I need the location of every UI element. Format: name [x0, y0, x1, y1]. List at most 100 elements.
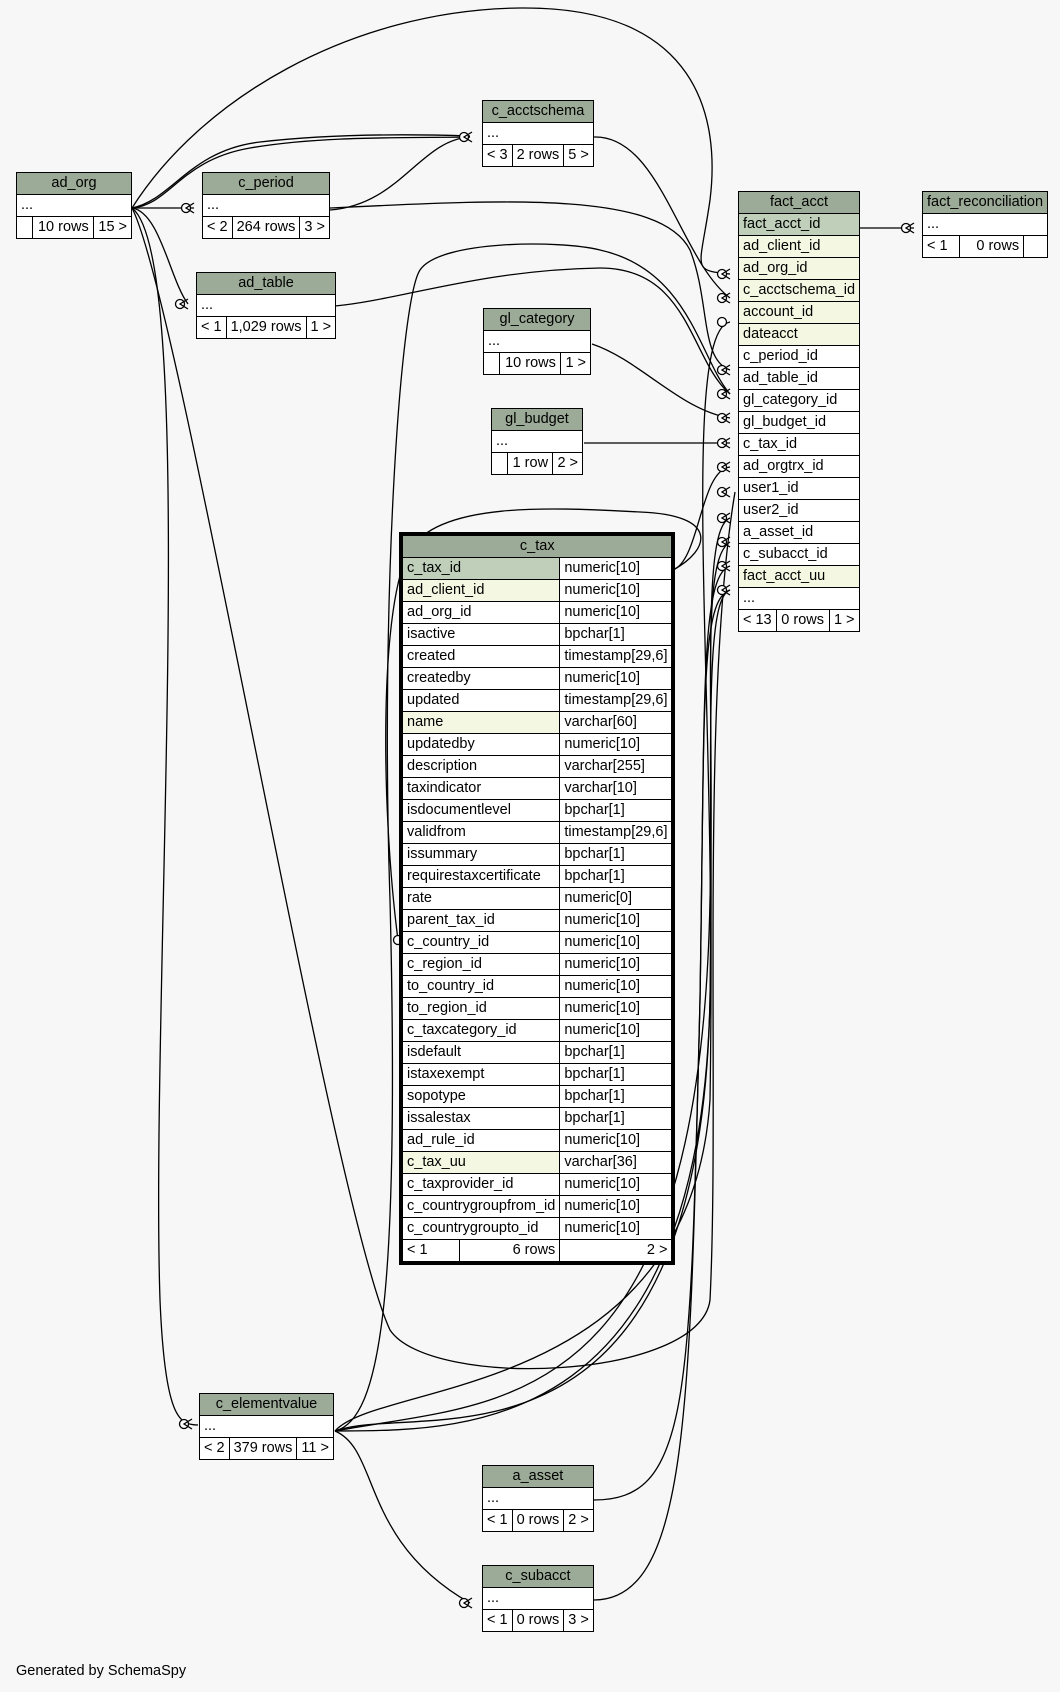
column-ad_org_id: ad_org_id	[737, 257, 861, 280]
row-count: 10 rows	[32, 216, 94, 239]
table-c_elementvalue[interactable]: c_elementvalue ... < 2 379 rows 11 >	[199, 1393, 334, 1460]
column-type: numeric[10]	[559, 1217, 673, 1240]
table-header[interactable]: ad_org	[16, 172, 132, 195]
column-account_id: account_id	[737, 301, 861, 324]
table-header[interactable]: c_acctschema	[482, 100, 594, 123]
edge-ad_org-fact_acct-org	[131, 7, 731, 275]
column-type: numeric[0]	[559, 887, 673, 910]
edge-c_tax-self	[385, 508, 702, 941]
column-name: istaxexempt	[401, 1063, 561, 1086]
table-ad_table[interactable]: ad_table ... < 1 1,029 rows 1 >	[195, 272, 337, 339]
edge-c_elementvalue-user1	[334, 517, 731, 1432]
column-ellipsis: ...	[482, 1487, 594, 1510]
column-ad_table_id: ad_table_id	[737, 367, 861, 390]
table-header[interactable]: fact_acct	[737, 191, 861, 214]
table-fact_reconciliation[interactable]: fact_reconciliation ... < 1 0 rows	[921, 191, 1049, 258]
column-name: sopotype	[401, 1085, 561, 1108]
children-count: 15 >	[92, 216, 133, 239]
row-count: 2 rows	[511, 144, 565, 167]
column-name: c_tax_id	[401, 557, 561, 580]
column-type: varchar[36]	[559, 1151, 673, 1174]
column-ellipsis: ...	[16, 194, 132, 217]
column-name: parent_tax_id	[401, 909, 561, 932]
table-header[interactable]: c_elementvalue	[199, 1393, 334, 1416]
column-type: numeric[10]	[559, 1173, 673, 1196]
column-type: bpchar[1]	[559, 1107, 673, 1130]
column-name: c_countrygroupfrom_id	[401, 1195, 561, 1218]
table-a_asset[interactable]: a_asset ... < 1 0 rows 2 >	[482, 1465, 594, 1532]
column-type: bpchar[1]	[559, 1085, 673, 1108]
column-fact_acct_uu: fact_acct_uu	[737, 565, 861, 588]
column-type: numeric[10]	[559, 997, 673, 1020]
column-name: c_region_id	[401, 953, 561, 976]
table-c_acctschema[interactable]: c_acctschema ... < 3 2 rows 5 >	[482, 100, 594, 167]
table-c_period[interactable]: c_period ... < 2 264 rows 3 >	[202, 172, 330, 239]
table-header[interactable]: c_tax	[401, 535, 673, 558]
parents-count: < 1	[401, 1239, 461, 1262]
table-header[interactable]: c_period	[202, 172, 330, 195]
children-count: 2 >	[563, 1509, 594, 1532]
row-count: 0 rows	[511, 1509, 565, 1532]
parents-count: < 3	[482, 144, 513, 167]
table-ad_org[interactable]: ad_org ... 10 rows 15 >	[16, 172, 133, 239]
table-header[interactable]: gl_budget	[491, 408, 583, 431]
table-header[interactable]: fact_reconciliation	[921, 191, 1049, 214]
table-fact_acct[interactable]: fact_acct fact_acct_id ad_client_id ad_o…	[737, 191, 861, 632]
column-type: numeric[10]	[559, 953, 673, 976]
row-count: 6 rows	[459, 1239, 561, 1262]
children-count	[1023, 235, 1049, 258]
table-c_subacct[interactable]: c_subacct ... < 1 0 rows 3 >	[482, 1565, 594, 1632]
column-name: isdocumentlevel	[401, 799, 561, 822]
parents-count: < 13	[737, 609, 778, 632]
edge-ad_table-fact_acct	[334, 267, 731, 395]
children-count: 1 >	[305, 316, 337, 339]
column-gl_category_id: gl_category_id	[737, 389, 861, 412]
column-type: numeric[10]	[559, 1019, 673, 1042]
column-dateacct: dateacct	[737, 323, 861, 346]
table-header[interactable]: a_asset	[482, 1465, 594, 1488]
column-name: isactive	[401, 623, 561, 646]
table-gl_category[interactable]: gl_category ... 10 rows 1 >	[483, 308, 592, 375]
edge-c_elementvalue-up	[334, 243, 731, 1432]
column-name: requirestaxcertificate	[401, 865, 561, 888]
row-count: 1 row	[506, 452, 554, 475]
column-type: bpchar[1]	[559, 843, 673, 866]
column-type: numeric[10]	[559, 667, 673, 690]
table-header[interactable]: gl_category	[483, 308, 591, 331]
column-ellipsis: ...	[483, 330, 591, 353]
table-header[interactable]: ad_table	[195, 272, 337, 295]
children-count: 11 >	[296, 1437, 334, 1460]
children-count: 3 >	[563, 1609, 594, 1632]
column-type: varchar[60]	[559, 711, 673, 734]
column-type: bpchar[1]	[559, 865, 673, 888]
children-count: 2 >	[552, 452, 583, 475]
column-name: issummary	[401, 843, 561, 866]
column-user2_id: user2_id	[737, 499, 861, 522]
edge-c_elementvalue-c_subacct	[334, 1430, 471, 1604]
column-name: to_country_id	[401, 975, 561, 998]
column-type: numeric[10]	[559, 931, 673, 954]
column-name: updatedby	[401, 733, 561, 756]
column-fact_acct_id: fact_acct_id	[737, 213, 861, 236]
column-type: numeric[10]	[559, 579, 673, 602]
table-header[interactable]: c_subacct	[482, 1565, 594, 1588]
table-gl_budget[interactable]: gl_budget ... 1 row 2 >	[491, 408, 583, 475]
